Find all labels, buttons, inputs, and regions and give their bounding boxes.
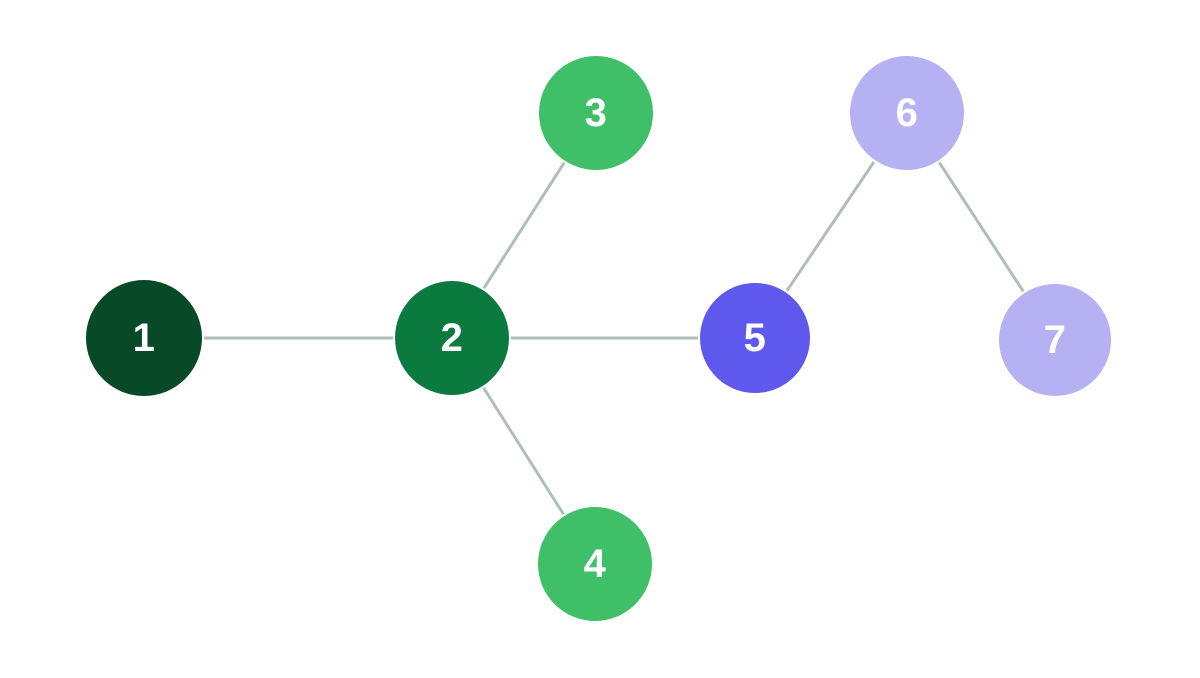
graph-edge xyxy=(482,387,565,515)
graph-node-5[interactable]: 5 xyxy=(700,283,810,393)
graph-node-label: 3 xyxy=(584,91,608,135)
graph-edge xyxy=(785,161,876,292)
graph-node-label: 7 xyxy=(1043,318,1067,362)
graph-node-label: 6 xyxy=(895,91,919,135)
graph-node-6[interactable]: 6 xyxy=(850,56,964,170)
graph-node-3[interactable]: 3 xyxy=(539,56,653,170)
graph-node-2[interactable]: 2 xyxy=(395,281,509,395)
graph-node-4[interactable]: 4 xyxy=(538,507,652,621)
graph-edge xyxy=(937,161,1025,293)
graph-node-label: 4 xyxy=(583,542,607,586)
graph-node-label: 2 xyxy=(440,316,464,360)
graph-node-7[interactable]: 7 xyxy=(999,284,1111,396)
graph-node-label: 1 xyxy=(132,316,156,360)
graph-node-label: 5 xyxy=(743,316,767,360)
graph-edge xyxy=(482,161,566,290)
graph-node-1[interactable]: 1 xyxy=(86,280,202,396)
